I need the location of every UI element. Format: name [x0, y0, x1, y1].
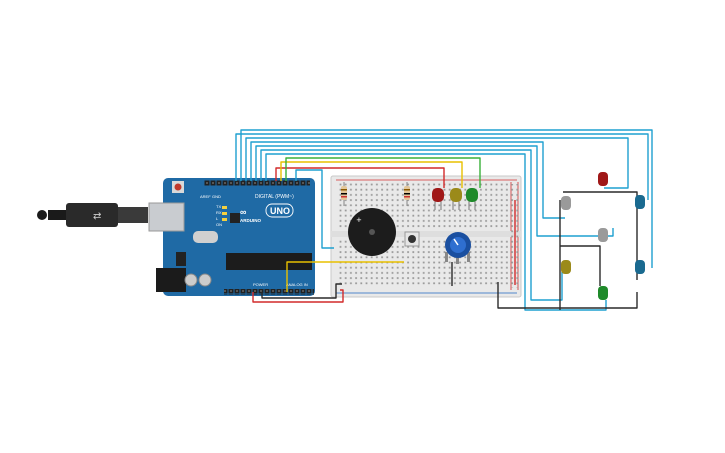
arduino-uno-board[interactable]: DIGITAL (PWM~) AREF GND TX RX L ON ∞ UNO…: [148, 178, 315, 296]
wire-red-led: [275, 167, 445, 188]
digital-label: DIGITAL (PWM~): [255, 194, 294, 200]
tx-label: TX: [216, 204, 221, 209]
atmega-chip: [226, 253, 312, 270]
aref-label: AREF: [200, 194, 211, 199]
rx-label: RX: [216, 210, 222, 215]
led-blue-external-1[interactable]: [635, 195, 645, 209]
pushbutton[interactable]: [404, 231, 420, 247]
gnd-label: GND: [212, 194, 221, 199]
wire-blue-bb: [295, 169, 334, 249]
led-yellow-breadboard[interactable]: [450, 188, 462, 210]
led-white-external-2[interactable]: [598, 228, 608, 242]
wire-blue-6: [260, 149, 563, 301]
usb-chip: [230, 213, 240, 223]
on-label: ON: [216, 222, 222, 227]
wire-black-gnd: [261, 283, 342, 299]
digital-header[interactable]: [204, 180, 310, 186]
led-yellow-external[interactable]: [561, 260, 571, 274]
wire-blue-3: [245, 137, 629, 189]
wire-green-led: [285, 157, 481, 188]
analog-label: ANALOG IN: [286, 282, 308, 287]
wire-red-5v: [252, 289, 344, 303]
arduino-logo-icon: ∞: [240, 207, 247, 217]
potentiometer[interactable]: [445, 232, 471, 264]
led-white-external-1[interactable]: [561, 196, 571, 210]
resistor-2[interactable]: [404, 182, 410, 206]
on-led: [222, 206, 227, 221]
piezo-buzzer[interactable]: +: [348, 208, 396, 256]
wire-black-ext: [497, 191, 638, 310]
led-red-breadboard[interactable]: [432, 188, 444, 210]
brand-label: ARDUINO: [240, 218, 261, 223]
led-green-external[interactable]: [598, 286, 608, 300]
buzzer-plus-icon: +: [356, 216, 362, 224]
usb-cable[interactable]: ⇄: [37, 203, 148, 227]
wire-blue-1: [235, 133, 649, 200]
power-analog-header[interactable]: [224, 289, 314, 295]
usb-port: [148, 202, 185, 232]
resistor-1[interactable]: [341, 182, 347, 206]
crystal: [193, 231, 218, 243]
led-green-breadboard[interactable]: [466, 188, 478, 210]
wire-yellow-led: [280, 161, 463, 188]
wires: [235, 129, 653, 311]
led-red-external[interactable]: [598, 172, 608, 186]
usb-icon: ⇄: [93, 211, 101, 222]
wire-blue-5: [255, 145, 614, 237]
model-label: UNO: [270, 206, 290, 216]
wire-blue-2: [240, 129, 653, 268]
power-jack: [156, 268, 186, 292]
wire-blue-4: [250, 141, 565, 219]
wire-yellow-analog: [286, 261, 404, 292]
led-blue-external-2[interactable]: [635, 260, 645, 274]
l-label: L: [216, 216, 219, 221]
power-label: POWER: [253, 282, 268, 287]
